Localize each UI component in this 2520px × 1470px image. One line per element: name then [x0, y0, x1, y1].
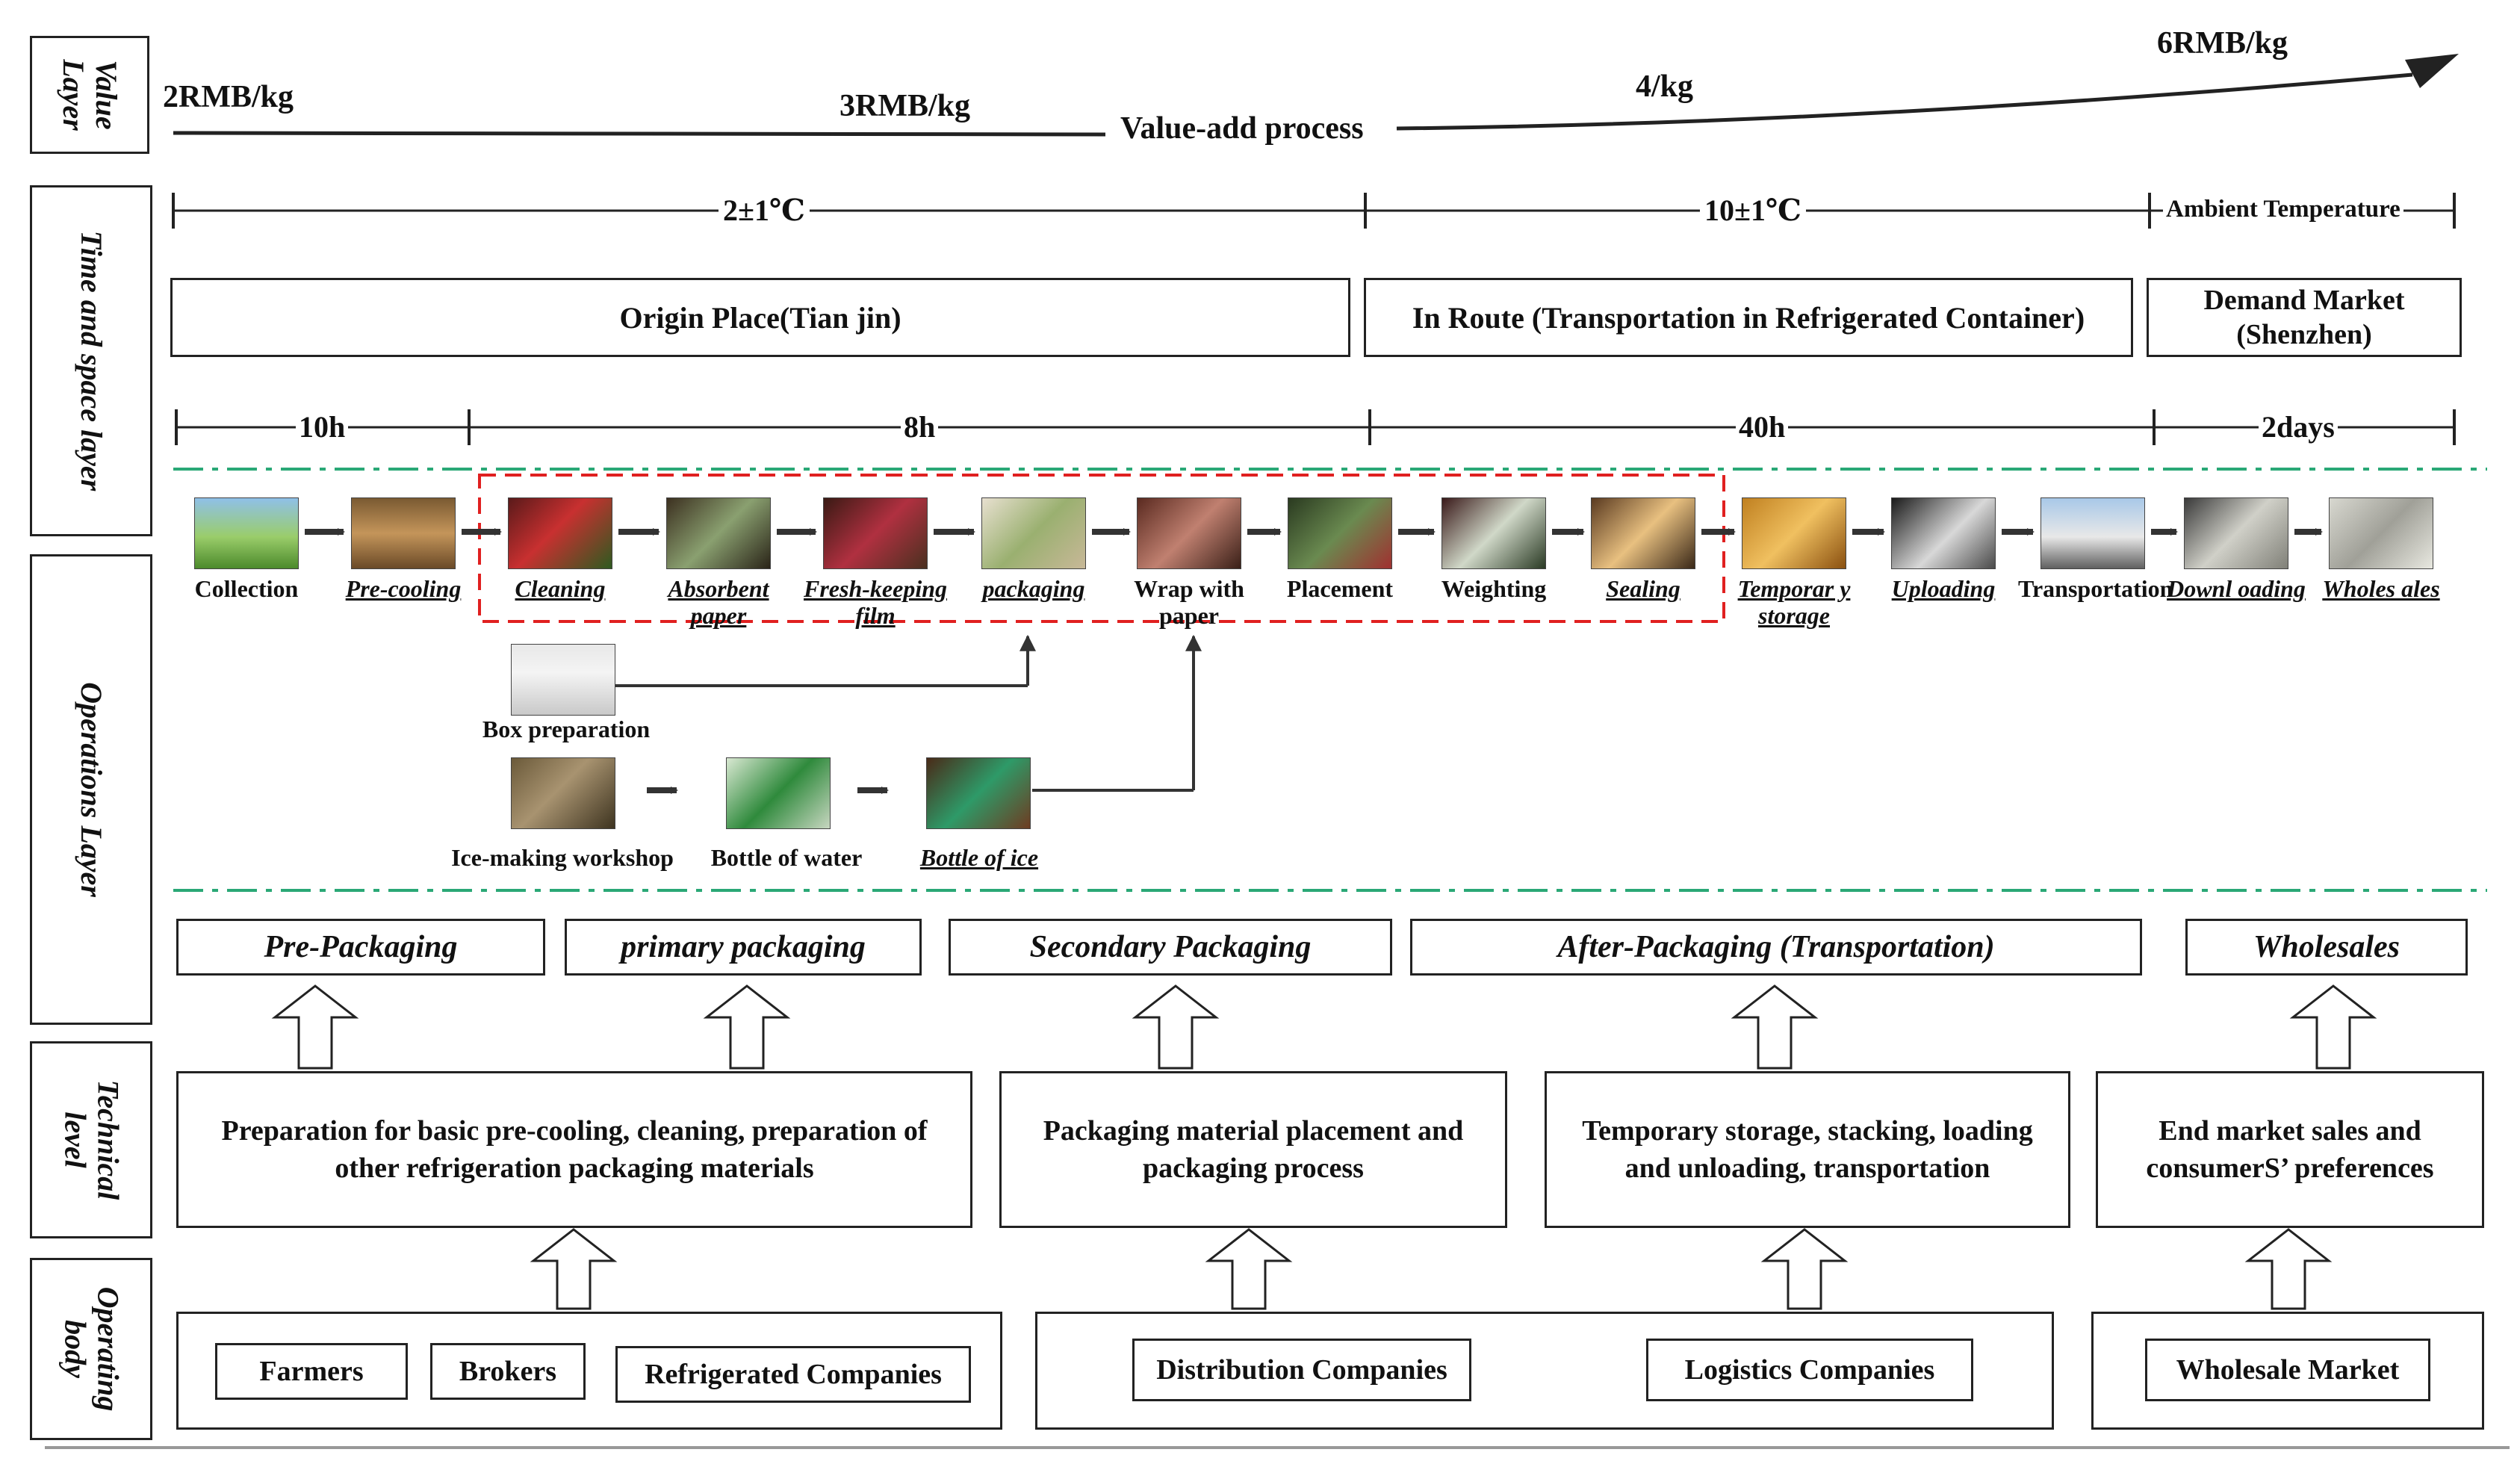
price-route: 4/kg: [1636, 69, 1694, 104]
operation-label-15: Wholes ales: [2322, 575, 2440, 602]
operation-photo-10: [1591, 497, 1695, 569]
stage-pre-packaging: Pre-Packaging: [176, 919, 545, 976]
price-end: 6RMB/kg: [2157, 26, 2288, 61]
stage-wholesales: Wholesales: [2185, 919, 2468, 976]
bottle-of-water-label: Bottle of water: [710, 844, 863, 871]
value-add-process: Value-add process: [1120, 111, 1364, 146]
value-add-curve: [173, 131, 1106, 137]
duration-market: 2days: [2259, 409, 2338, 444]
operation-photo-3: [508, 497, 612, 569]
operation-label-3: Cleaning: [515, 575, 606, 602]
up-arrow-pre-packaging: [271, 984, 359, 1070]
operation-photo-15: [2329, 497, 2433, 569]
operation-photo-7: [1137, 497, 1241, 569]
operation-label-5: Fresh-keeping film: [804, 575, 947, 629]
bottle-of-ice-label: Bottle of ice: [919, 844, 1039, 871]
operation-label-2: Pre-cooling: [345, 575, 462, 602]
operation-photo-11: [1742, 497, 1846, 569]
operation-label-4: Absorbent paper: [668, 575, 769, 629]
operating-body-refrigerated-companies: Refrigerated Companies: [615, 1346, 971, 1403]
technical-market: End market sales and consumerS’ preferen…: [2096, 1071, 2484, 1228]
up-arrow-after-packaging: [1731, 984, 1819, 1070]
operation-label-13: Transportation: [2018, 575, 2173, 602]
price-mid: 3RMB/kg: [840, 89, 971, 123]
operation-label-11: Temporar y storage: [1737, 575, 1851, 629]
operation-label-9: Weighting: [1441, 575, 1547, 602]
operating-body-distribution-companies: Distribution Companies: [1132, 1339, 1471, 1401]
duration-origin: 8h: [901, 409, 939, 444]
operation-photo-13: [2040, 497, 2145, 569]
box-preparation-label: Box preparation: [482, 716, 651, 742]
bottle-of-water-photo: [726, 757, 831, 829]
operation-photo-5: [823, 497, 928, 569]
in-route-box: In Route (Transportation in Refrigerated…: [1364, 278, 2133, 357]
up-arrow-distribution-bodies: [1205, 1228, 1293, 1310]
temperature-origin: 2±1℃: [719, 193, 810, 228]
hollow-arrows: [271, 984, 2377, 1310]
stage-primary-packaging: primary packaging: [565, 919, 922, 976]
demand-market-box: Demand Market(Shenzhen): [2147, 278, 2462, 357]
operating-body-brokers: Brokers: [430, 1343, 586, 1400]
up-arrow-origin-bodies: [530, 1228, 618, 1310]
operation-label-12: Uploading: [1891, 575, 1996, 602]
box-preparation-photo: [511, 644, 615, 716]
operating-body-farmers: Farmers: [215, 1343, 408, 1400]
bottle-of-ice-photo: [926, 757, 1031, 829]
operation-photo-2: [351, 497, 456, 569]
operating-body-group-origin: [176, 1312, 1002, 1430]
up-arrow-market-bodies: [2244, 1228, 2333, 1310]
duration-route: 40h: [1736, 409, 1789, 444]
technical-packaging: Packaging material placement and packagi…: [999, 1071, 1507, 1228]
operation-photo-14: [2184, 497, 2288, 569]
operation-label-8: Placement: [1286, 575, 1394, 602]
operation-photo-8: [1288, 497, 1392, 569]
operation-label-14: Downl oading: [2167, 575, 2306, 602]
ice-making-workshop-label: Ice-making workshop: [451, 844, 674, 871]
operations-layer-label: Operations Layer: [30, 554, 152, 1025]
temperature-route: 10±1℃: [1700, 193, 1806, 228]
operation-label-10: Sealing: [1606, 575, 1680, 602]
operation-photo-4: [666, 497, 771, 569]
operation-photo-6: [981, 497, 1086, 569]
up-arrow-logistics-bodies: [1760, 1228, 1849, 1310]
stage-after-packaging: After-Packaging (Transportation): [1410, 919, 2142, 976]
value-add-curve-right: [1396, 72, 2413, 131]
duration-collection: 10h: [296, 409, 349, 444]
ice-making-workshop-photo: [511, 757, 615, 829]
technical-preparation: Preparation for basic pre-cooling, clean…: [176, 1071, 972, 1228]
technical-storage-transport: Temporary storage, stacking, loading and…: [1545, 1071, 2070, 1228]
up-arrow-wholesales: [2289, 984, 2377, 1070]
origin-place-box: Origin Place(Tian jin): [170, 278, 1350, 357]
time-space-layer-label: Time and space layer: [30, 185, 152, 536]
stage-secondary-packaging: Secondary Packaging: [949, 919, 1392, 976]
operating-body-label: Operating body: [30, 1258, 152, 1440]
up-arrow-secondary-packaging: [1132, 984, 1220, 1070]
operation-photo-1: [194, 497, 299, 569]
operation-photo-12: [1891, 497, 1996, 569]
price-start: 2RMB/kg: [163, 80, 294, 114]
operation-photo-9: [1441, 497, 1546, 569]
value-add-arrowhead: [2405, 54, 2459, 88]
operation-label-1: Collection: [194, 575, 299, 602]
operating-body-wholesale-market: Wholesale Market: [2145, 1339, 2430, 1401]
up-arrow-primary-packaging: [703, 984, 791, 1070]
technical-level-label: Technical level: [30, 1041, 152, 1238]
temperature-market: Ambient Temperature: [2163, 196, 2403, 223]
operation-label-7: Wrap with paper: [1134, 575, 1244, 629]
value-layer-label: Value Layer: [30, 36, 149, 154]
operating-body-logistics-companies: Logistics Companies: [1646, 1339, 1973, 1401]
operation-label-6: packaging: [982, 575, 1085, 602]
